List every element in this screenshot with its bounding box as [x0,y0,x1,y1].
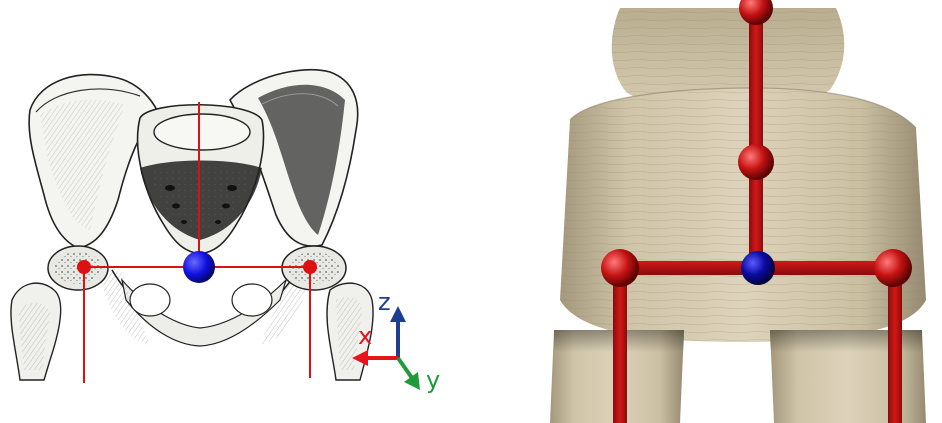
right-hip-joint [303,260,317,274]
rig-render [470,0,942,423]
left-ilium [29,75,158,248]
wooden-right-leg [770,330,926,423]
pelvis-root-joint [183,251,215,283]
left-leg-bone [613,268,627,423]
x-axis-label: x [358,322,372,350]
y-axis-label: y [426,366,440,394]
sacrum [138,105,264,254]
right-leg-bone [888,268,902,423]
pelvis-root-joint [741,251,775,285]
pelvis-illustration-panel: z x y [0,0,470,423]
left-hip-joint [77,260,91,274]
spine-joint [738,144,774,180]
wooden-figure-panel [470,0,942,423]
spine-bone [749,10,763,268]
left-hip-joint [601,249,639,287]
pelvis-diagram: z x y [0,0,470,423]
z-axis-label: z [378,288,391,316]
left-femur [11,283,61,380]
right-hip-joint [874,249,912,287]
